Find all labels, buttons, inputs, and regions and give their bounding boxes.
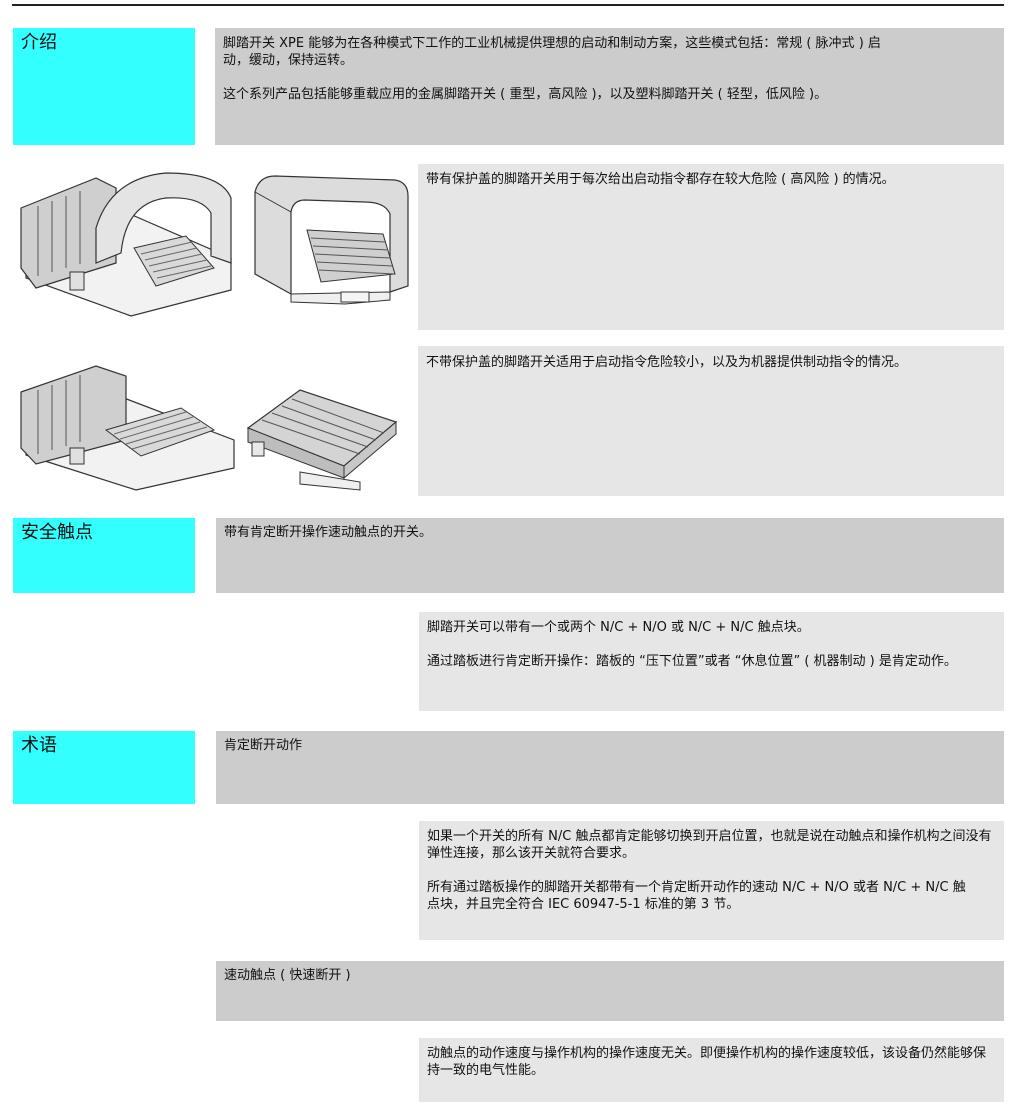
covered-plastic-foot-switch-image	[254, 175, 409, 305]
safety-contacts-paragraph-2: 通过踏板进行肯定断开操作：踏板的 “压下位置”或者 “休息位置” ( 机器制动 …	[427, 654, 957, 669]
intro-paragraph-2: 这个系列产品包括能够重载应用的金属脚踏开关 ( 重型，高风险 )，以及塑料脚踏开…	[223, 87, 828, 102]
uncovered-switch-description: 不带保护盖的脚踏开关适用于启动指令危险较小，以及为机器提供制动指令的情况。	[426, 355, 908, 370]
term-2-detail-box: 动触点的动作速度与操作机构的操作速度无关。即便操作机构的操作速度较低，该设备仍然…	[419, 1038, 1004, 1102]
term-1-paragraph-2: 所有通过踏板操作的脚踏开关都带有一个肯定断开动作的速动 N/C + N/O 或者…	[427, 880, 966, 912]
safety-contacts-detail-box: 脚踏开关可以带有一个或两个 N/C + N/O 或 N/C + N/C 触点块。…	[419, 612, 1004, 711]
safety-contacts-heading-box: 带有肯定断开操作速动触点的开关。	[216, 518, 1004, 593]
intro-box: 脚踏开关 XPE 能够为在各种模式下工作的工业机械提供理想的启动和制动方案，这些…	[215, 28, 1004, 145]
section-label-safety-contacts: 安全触点	[13, 518, 195, 593]
safety-contacts-paragraph-1: 脚踏开关可以带有一个或两个 N/C + N/O 或 N/C + N/C 触点块。	[427, 620, 810, 635]
section-label-safety-contacts-text: 安全触点	[21, 522, 93, 543]
section-label-intro: 介绍	[13, 28, 195, 145]
safety-contacts-heading: 带有肯定断开操作速动触点的开关。	[224, 525, 433, 540]
covered-switch-description: 带有保护盖的脚踏开关用于每次给出启动指令都存在较大危险 ( 高风险 ) 的情况。	[426, 172, 895, 187]
section-label-intro-text: 介绍	[21, 32, 57, 53]
section-label-terminology-text: 术语	[21, 735, 57, 756]
top-rule	[12, 4, 1004, 6]
covered-metal-foot-switch-image	[20, 172, 232, 317]
term-2-heading: 速动触点 ( 快速断开 )	[224, 968, 351, 983]
term-1-detail-box: 如果一个开关的所有 N/C 触点都肯定能够切换到开启位置，也就是说在动触点和操作…	[419, 821, 1004, 940]
term-1-paragraph-1: 如果一个开关的所有 N/C 触点都肯定能够切换到开启位置，也就是说在动触点和操作…	[427, 829, 992, 861]
uncovered-metal-foot-switch-image	[20, 365, 235, 491]
term-1-heading: 肯定断开动作	[224, 738, 303, 753]
section-label-terminology: 术语	[13, 731, 195, 804]
uncovered-switch-box: 不带保护盖的脚踏开关适用于启动指令危险较小，以及为机器提供制动指令的情况。	[418, 346, 1004, 496]
term-1-heading-box: 肯定断开动作	[216, 731, 1004, 804]
term-2-heading-box: 速动触点 ( 快速断开 )	[216, 961, 1004, 1021]
covered-switch-box: 带有保护盖的脚踏开关用于每次给出启动指令都存在较大危险 ( 高风险 ) 的情况。	[418, 164, 1004, 330]
uncovered-plastic-foot-switch-image	[246, 389, 398, 491]
term-2-paragraph-1: 动触点的动作速度与操作机构的操作速度无关。即便操作机构的操作速度较低，该设备仍然…	[427, 1046, 987, 1078]
intro-paragraph-1: 脚踏开关 XPE 能够为在各种模式下工作的工业机械提供理想的启动和制动方案，这些…	[223, 36, 881, 68]
